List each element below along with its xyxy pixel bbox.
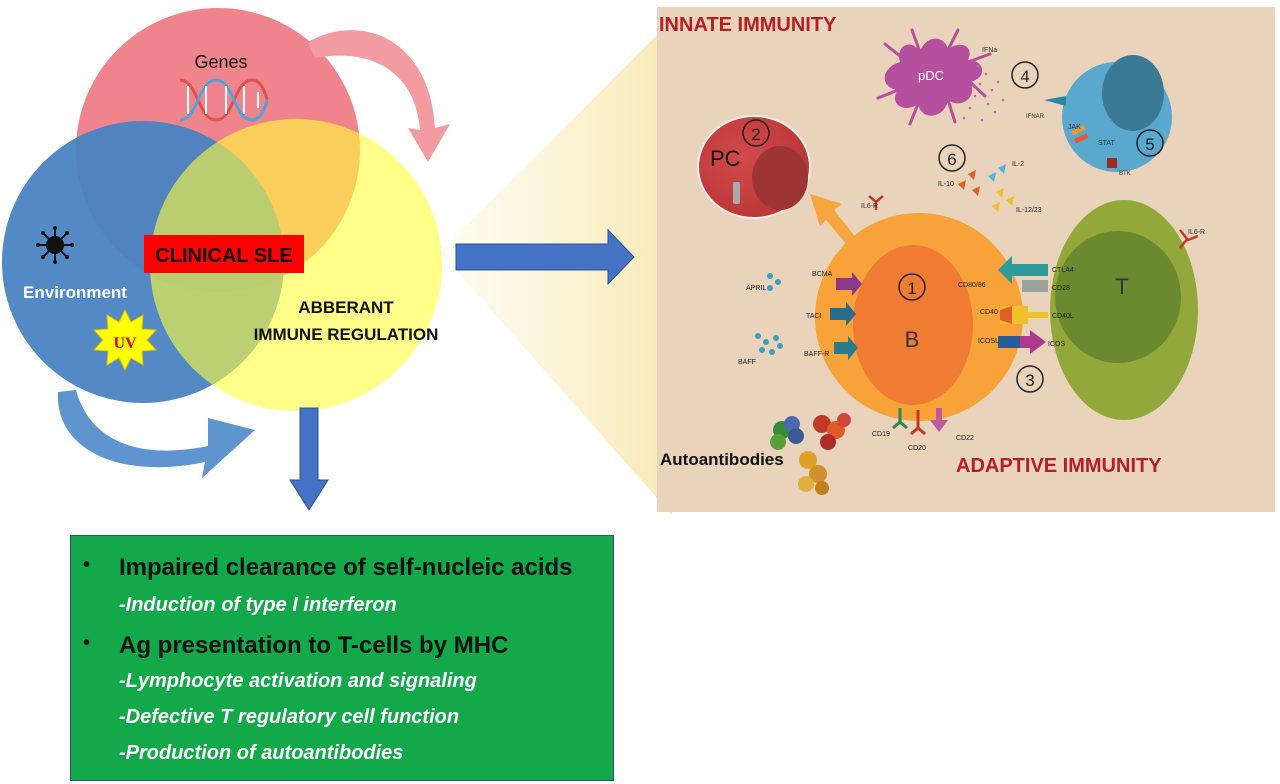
btk-square <box>1107 158 1117 168</box>
t-label: T <box>1115 274 1128 299</box>
bullet-icon: • <box>83 554 91 576</box>
cytokine-label: IL-12/23 <box>1016 207 1042 214</box>
environment-label: Environment <box>23 283 127 302</box>
plasma-cell-granule <box>733 182 740 204</box>
outcome-heading: • Impaired clearance of self-nucleic aci… <box>83 554 573 581</box>
outcome-subitem: -Induction of type I interferon <box>119 594 397 616</box>
autoantibody-icon <box>770 413 851 495</box>
receptor-label: BAFF-R <box>804 351 829 358</box>
cd28-arrow <box>1022 280 1048 292</box>
number-labels: 1 2 3 4 5 6 <box>751 67 1154 390</box>
aberrant-line2: IMMUNE REGULATION <box>254 325 439 344</box>
receptor-label: CD28 <box>1052 285 1070 292</box>
pc-label: PC <box>710 146 741 171</box>
taci-receptor <box>830 302 856 326</box>
icos-arrow-b <box>998 336 1020 348</box>
b-cell-nucleus <box>853 245 973 405</box>
genes-label: Genes <box>194 52 247 72</box>
cytokine-label: IL-10 <box>938 181 954 188</box>
bcma-receptor <box>836 272 862 296</box>
number-label: 6 <box>947 150 956 169</box>
ifn-particles <box>962 64 1005 122</box>
autoantibodies-label: Autoantibodies <box>660 450 784 469</box>
stat-label: STAT <box>1098 140 1116 147</box>
receptor-label: CD80/86 <box>958 282 986 289</box>
receptor-label: CD40L <box>1052 313 1074 320</box>
virus-icon <box>36 226 74 264</box>
clinical-sle-label: CLINICAL SLE <box>155 245 292 267</box>
t-cell-nucleus <box>1055 231 1181 363</box>
cd20-receptor <box>910 410 926 436</box>
bullet-icon: • <box>83 632 91 654</box>
receptor-label: ICOSL <box>978 338 999 345</box>
b-label: B <box>905 327 920 352</box>
jak-stat-icon <box>1070 125 1089 144</box>
jak-label: JAK <box>1068 124 1081 131</box>
cd19-receptor <box>892 408 908 430</box>
number-label: 5 <box>1145 135 1154 154</box>
number-label: 4 <box>1020 67 1029 86</box>
il6r-b-label: IL6-R <box>861 203 878 210</box>
receptor-label: TACI <box>806 313 821 320</box>
aberrant-line1: ABBERANT <box>298 298 394 317</box>
dna-icon <box>179 78 270 122</box>
receptor-label: CD20 <box>908 445 926 452</box>
venn-diagram: UV CLINICAL SLE Genes Environment ABBERA… <box>2 8 450 478</box>
receptor-label: ICOS <box>1048 341 1065 348</box>
number-label: 2 <box>751 125 760 144</box>
cycle-arrow-bottom <box>57 390 256 478</box>
arrow-down <box>289 407 329 511</box>
receptor-label: CD40 <box>980 309 998 316</box>
ifnar-receptor <box>1044 96 1066 106</box>
outcomes-box: • Impaired clearance of self-nucleic aci… <box>70 535 614 781</box>
baffr-receptor <box>834 336 858 360</box>
il6r-b-receptor <box>868 195 884 210</box>
immunity-panel: pDC IFNa IFNAR JAK STAT BTK PC B <box>657 7 1275 512</box>
april-ligand <box>767 273 781 291</box>
btk-label: BTK <box>1119 171 1131 177</box>
il6r-t-receptor <box>1179 229 1199 249</box>
cytokine-label: IL-2 <box>1012 161 1024 168</box>
arrow-right <box>455 228 635 286</box>
baff-ligand <box>755 333 783 355</box>
il6r-t-label: IL6-R <box>1188 229 1205 236</box>
number-label: 3 <box>1025 371 1034 390</box>
ifnar-label: IFNAR <box>1026 114 1045 120</box>
cell-5-nucleus <box>1102 55 1164 131</box>
receptor-label: CTLA4 <box>1052 267 1074 274</box>
pdc-label: pDC <box>918 68 944 83</box>
number-label: 1 <box>907 279 916 298</box>
outcome-subitem: -Lymphocyte activation and signaling <box>119 670 477 692</box>
cd22-receptor <box>930 408 948 432</box>
plasma-cell-nucleus <box>752 146 808 210</box>
outcome-subitem: -Defective T regulatory cell function <box>119 706 460 728</box>
b-to-pc-arrow <box>810 194 856 246</box>
uv-label: UV <box>113 335 137 352</box>
receptor-label: BCMA <box>812 271 833 278</box>
outcome-subitem: -Production of autoantibodies <box>119 742 404 764</box>
uv-star-icon <box>92 308 158 372</box>
ifna-label: IFNa <box>982 47 997 54</box>
number-circles <box>742 61 1164 393</box>
cd40-tip <box>1000 306 1012 324</box>
ligand-label: BAFF <box>738 359 756 366</box>
adaptive-immunity-label: ADAPTIVE IMMUNITY <box>956 455 1162 477</box>
cycle-arrow-top <box>308 30 450 163</box>
innate-immunity-label: INNATE IMMUNITY <box>659 14 837 36</box>
ligand-label: APRIL <box>746 285 766 292</box>
cytokine-marks <box>958 164 1014 212</box>
pdc-cell <box>876 28 992 126</box>
clinical-sle-box <box>144 235 304 273</box>
outcome-heading: • Ag presentation to T-cells by MHC <box>83 632 509 659</box>
ctla4-arrow <box>998 256 1048 284</box>
receptor-label: CD19 <box>872 431 890 438</box>
receptor-label: CD22 <box>956 435 974 442</box>
